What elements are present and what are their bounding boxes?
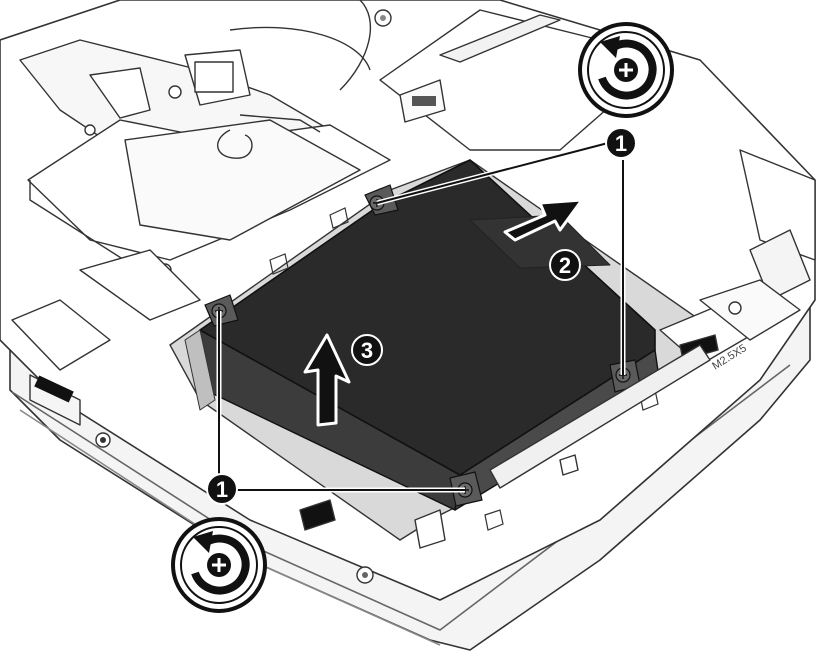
callout-number: 2 bbox=[559, 253, 571, 278]
callout-number: 3 bbox=[361, 338, 373, 363]
arrow-icon-lift bbox=[303, 333, 351, 427]
callout-number: 1 bbox=[216, 477, 228, 502]
callout-lift: 3 bbox=[351, 334, 383, 366]
rotate-counterclockwise-screw-icon bbox=[578, 22, 674, 118]
internal-components-lower-left bbox=[11, 299, 374, 584]
rotate-counterclockwise-screw-icon bbox=[171, 517, 267, 613]
internal-components-upper-right bbox=[379, 9, 816, 301]
callout-slide: 2 bbox=[549, 249, 581, 281]
callout-screws-bottom: 1 bbox=[206, 473, 238, 505]
internal-components-upper-left bbox=[19, 0, 392, 321]
callout-number: 1 bbox=[615, 131, 627, 156]
callout-leader-lines-dark bbox=[218, 142, 624, 491]
arrow-icon-slide bbox=[503, 198, 584, 242]
internal-components-lower-right bbox=[414, 279, 801, 549]
callout-screws-top: 1 bbox=[605, 127, 637, 159]
